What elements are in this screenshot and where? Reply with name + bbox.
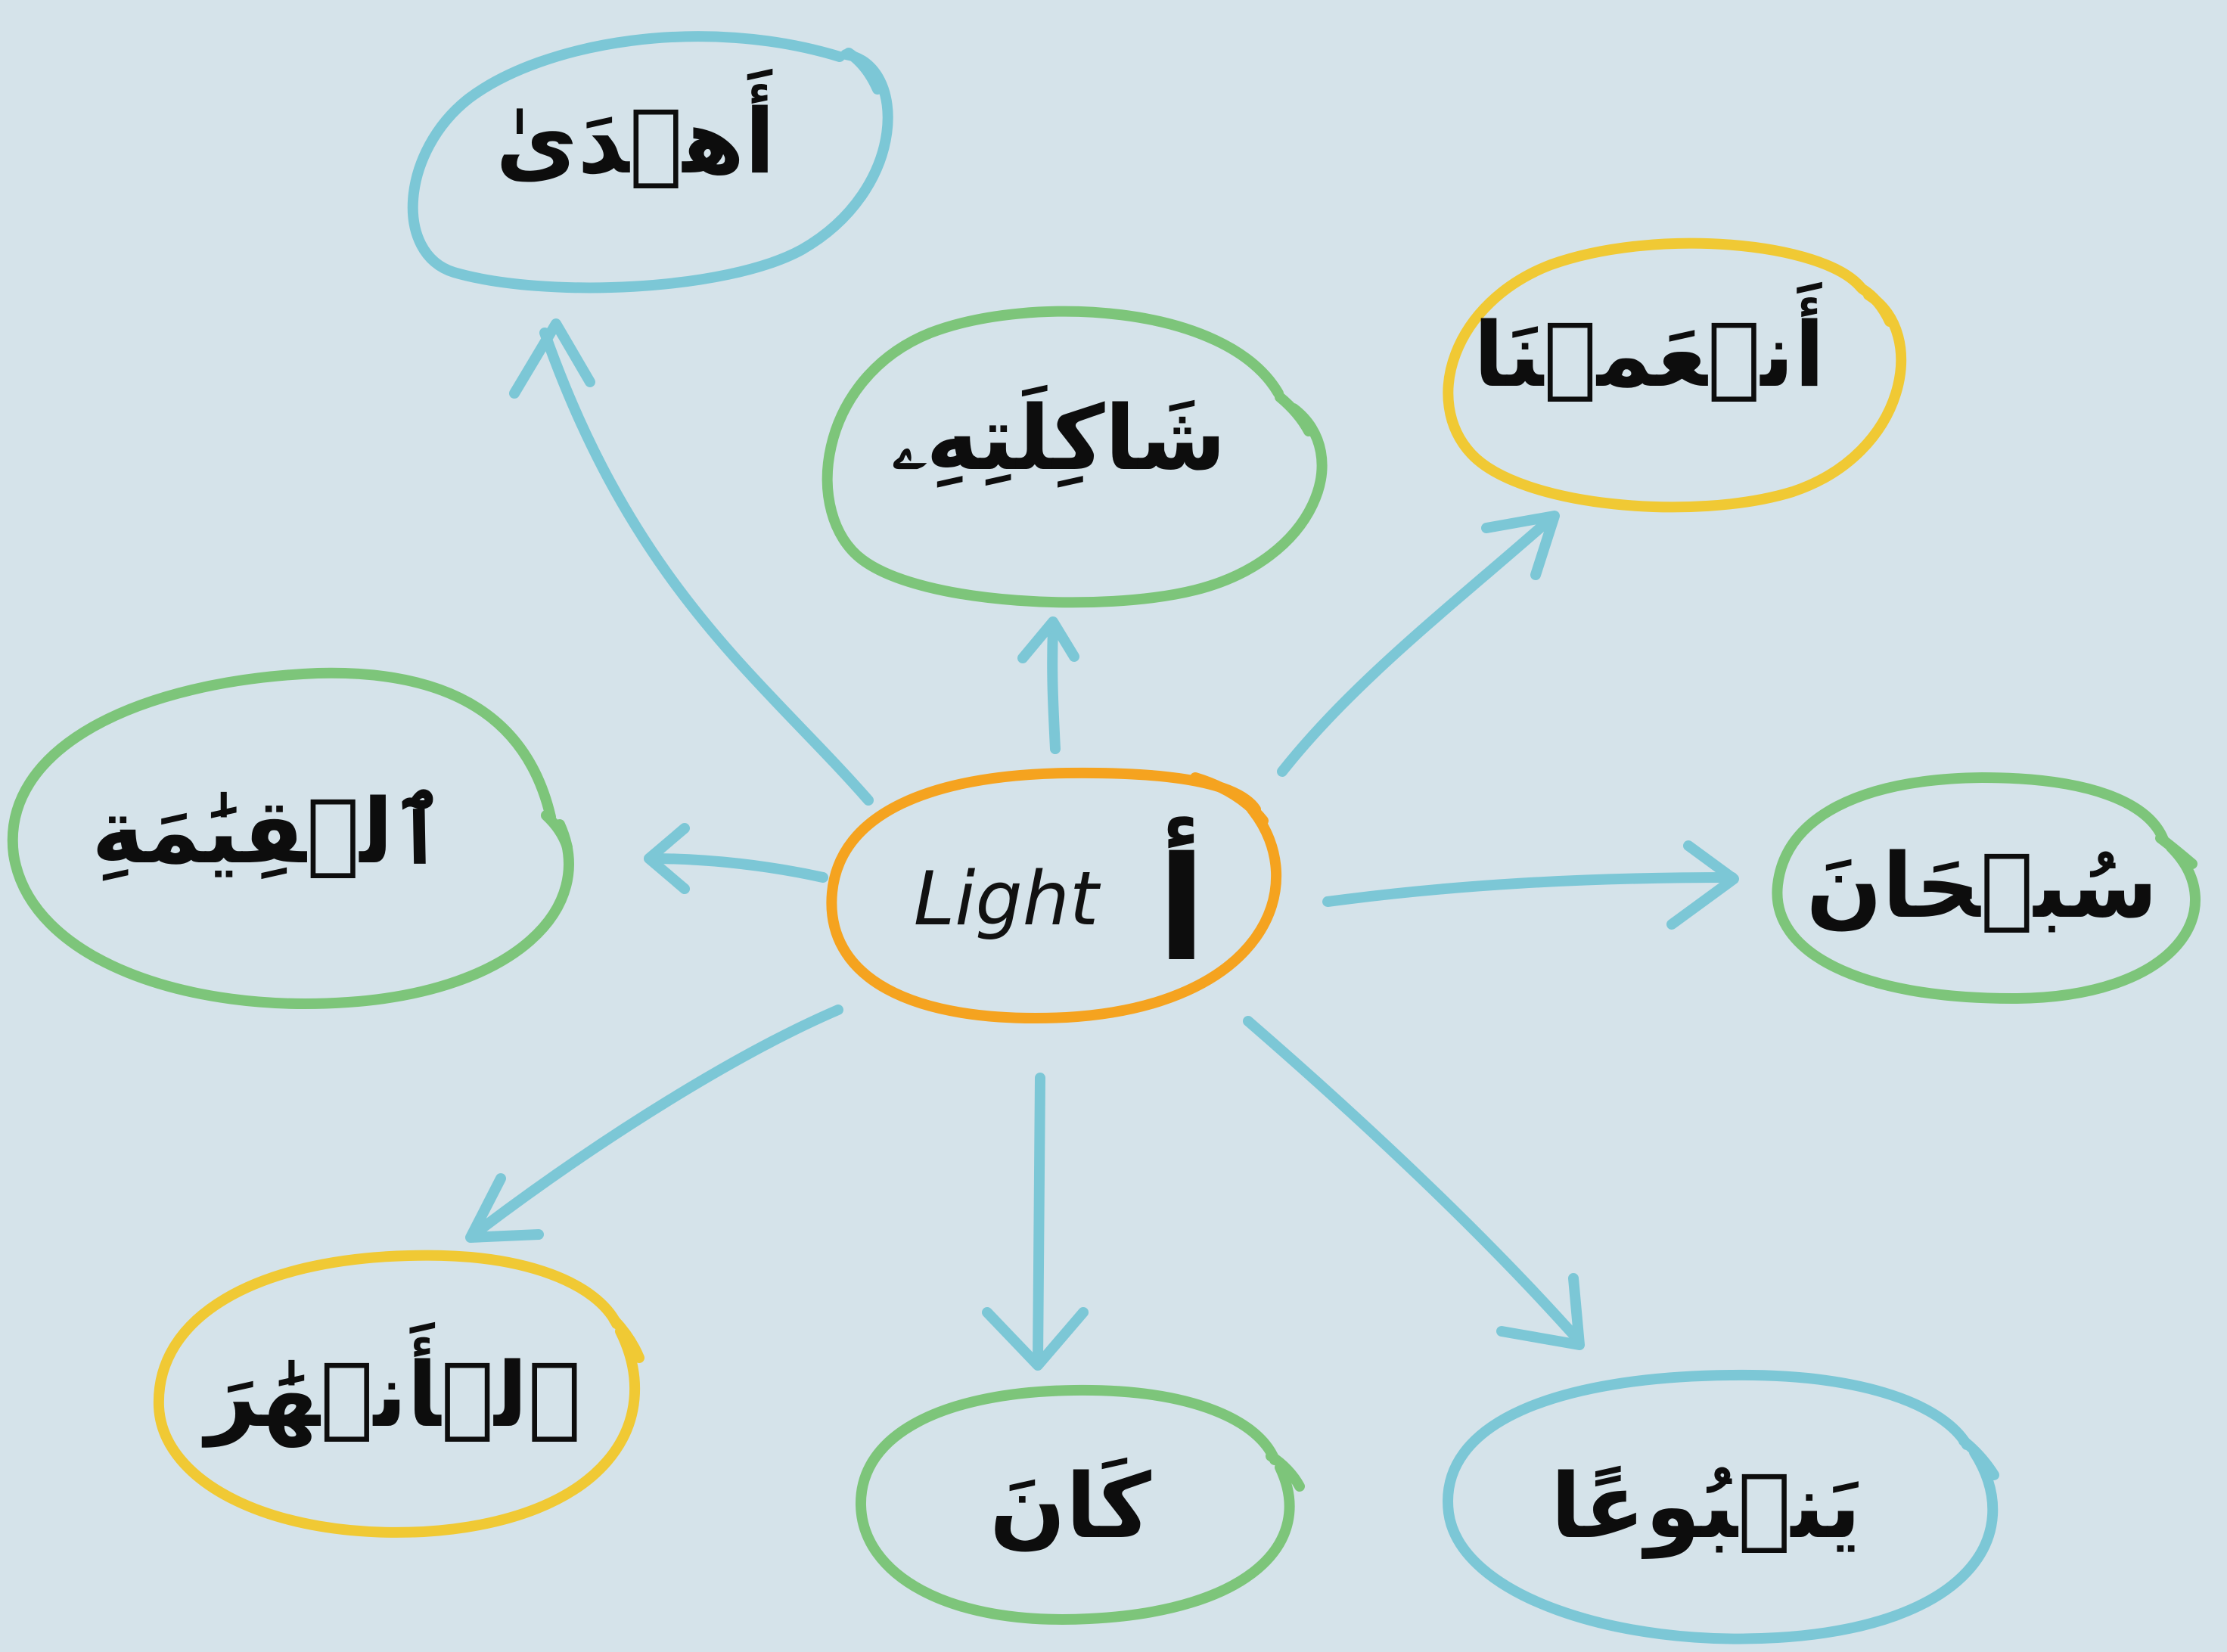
word-node-subhan: سُبۡحَانَ [1772,772,2201,1005]
word-node-alanhar: ٱلۡأَنۡهَٰرَ [153,1250,644,1538]
word-text-yanbua: يَنۢبُوعًا [1551,1454,1861,1559]
word-text-ahda: أَهۡدَىٰ [495,68,775,194]
arrow-to-yanbua [1243,1016,1585,1350]
arrow-to-alqiyama [644,823,828,894]
center-bubble [826,767,1282,1023]
arrow-to-ahda [509,318,874,806]
arrow-to-alanhar [465,1005,843,1243]
word-node-yanbua: يَنۢبُوعًا [1443,1369,1999,1644]
word-node-anamna: أَنۡعَمۡنَا [1443,238,1906,513]
bubbles-group: أَهۡدَىٰ شَاكِلَتِهِۦ أَنۡعَمۡنَا ٱلۡقِي… [7,31,2201,1644]
arrows-group [465,318,1739,1371]
word-node-ahda: أَهۡدَىٰ [407,31,893,293]
word-node-shakilatih: شَاكِلَتِهِۦ [822,306,1328,608]
arrow-to-kana [982,1073,1089,1371]
center-label: Light [914,856,1101,942]
center-bubble-tail [1190,772,1269,826]
word-text-shakilatih: شَاكِلَتِهِۦ [892,384,1226,490]
word-node-kana: كَانَ [855,1384,1305,1625]
word-text-kana: كَانَ [989,1454,1151,1558]
word-text-anamna: أَنۡعَمۡنَا [1474,281,1825,407]
arrow-to-shakilatih [1017,616,1079,754]
center-letter: أ [1157,817,1206,993]
arrow-to-subhan [1322,840,1739,930]
word-text-alqiyama: ٱلۡقِيَٰمَةِ [92,779,446,883]
arrow-to-anamna [1277,511,1560,777]
center-node: Light أ [826,767,1282,1023]
word-text-alanhar: ٱلۡأَنۡهَٰرَ [202,1321,582,1448]
word-text-subhan: سُبۡحَانَ [1806,834,2157,938]
word-node-alqiyama: ٱلۡقِيَٰمَةِ [7,667,574,1009]
